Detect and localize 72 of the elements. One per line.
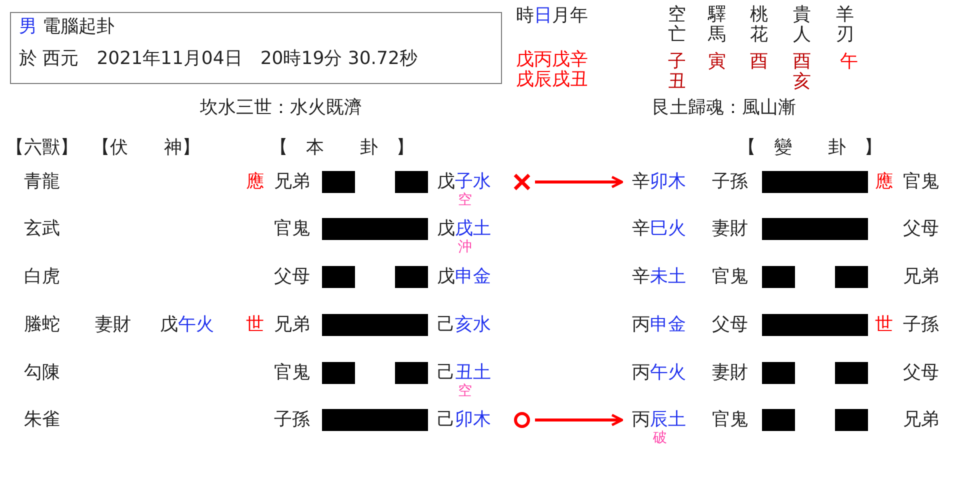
status-note: 空 (458, 383, 472, 399)
pillar-branches: 戌辰戌丑 (516, 70, 588, 90)
branch-label: 戊午火 (160, 315, 214, 335)
shensha-value: 寅 (708, 52, 726, 72)
relation-label: 官鬼 (903, 172, 939, 192)
ying-mark: 應 (875, 172, 893, 192)
pillar-header: 時日月年 (516, 6, 588, 26)
shensha-header: 驛馬 (708, 5, 727, 45)
branch-label: 丙午火 (632, 363, 686, 383)
branch-label: 丙申金 (632, 315, 686, 335)
moving-yin-mark (513, 410, 531, 430)
branch-label: 戊子水 (437, 172, 491, 192)
relation-label: 妻財 (712, 219, 748, 239)
status-note: 破 (653, 430, 667, 446)
relation-label: 兄弟 (274, 172, 310, 192)
column-header: 【六獸】 (6, 138, 78, 158)
casting-method: 男 電腦起卦 (19, 17, 116, 37)
arrow (535, 176, 624, 188)
relation-label: 父母 (712, 315, 748, 335)
relation-label: 官鬼 (712, 267, 748, 287)
relation-label: 妻財 (712, 363, 748, 383)
branch-label: 辛巳火 (632, 219, 686, 239)
shensha-header: 貴人 (793, 5, 812, 45)
relation-label: 官鬼 (274, 363, 310, 383)
column-header: 【 本 卦 】 (270, 138, 414, 158)
status-note: 沖 (458, 239, 472, 255)
casting-time: 於 西元 2021年11月04日 20時19分 30.72秒 (19, 49, 418, 69)
relation-label: 父母 (274, 267, 310, 287)
shi-mark: 世 (875, 315, 893, 335)
info-box (10, 12, 502, 84)
branch-label: 辛未土 (632, 267, 686, 287)
shensha-header: 羊刃 (836, 5, 855, 45)
beast-label: 白虎 (24, 267, 60, 287)
ying-mark: 應 (246, 172, 264, 192)
relation-label: 兄弟 (903, 267, 939, 287)
column-header: 【伏 神】 (92, 138, 200, 158)
branch-label: 戊申金 (437, 267, 491, 287)
arrow (535, 414, 624, 426)
moving-yang-mark (513, 172, 531, 192)
hexagram-name: 艮土歸魂：風山漸 (652, 98, 796, 118)
column-header: 【 變 卦 】 (738, 138, 882, 158)
relation-label: 官鬼 (274, 219, 310, 239)
relation-label: 兄弟 (903, 410, 939, 430)
branch-label: 戊戌土 (437, 219, 491, 239)
shensha-header: 空亡 (668, 5, 687, 45)
shensha-value: 酉亥 (793, 52, 812, 92)
branch-label: 己亥水 (437, 315, 491, 335)
status-note: 空 (458, 192, 472, 208)
branch-label: 辛卯木 (632, 172, 686, 192)
beast-label: 玄武 (24, 219, 60, 239)
branch-label: 己丑土 (437, 363, 491, 383)
relation-label: 父母 (903, 363, 939, 383)
pillar-stems: 戊丙戊辛 (516, 50, 588, 70)
shensha-header: 桃花 (750, 5, 769, 45)
relation-label: 子孫 (712, 172, 748, 192)
shi-mark: 世 (246, 315, 264, 335)
beast-label: 朱雀 (24, 410, 60, 430)
beast-label: 青龍 (24, 172, 60, 192)
relation-label: 子孫 (274, 410, 310, 430)
relation-label: 妻財 (95, 315, 131, 335)
relation-label: 父母 (903, 219, 939, 239)
branch-label: 己卯木 (437, 410, 491, 430)
hexagram-name: 坎水三世：水火既濟 (200, 98, 362, 118)
relation-label: 官鬼 (712, 410, 748, 430)
shensha-value: 子丑 (668, 52, 687, 92)
beast-label: 勾陳 (24, 363, 60, 383)
relation-label: 子孫 (903, 315, 939, 335)
relation-label: 兄弟 (274, 315, 310, 335)
shensha-value: 午 (840, 52, 858, 72)
beast-label: 螣蛇 (24, 315, 60, 335)
branch-label: 丙辰土 (632, 410, 686, 430)
shensha-value: 酉 (750, 52, 768, 72)
